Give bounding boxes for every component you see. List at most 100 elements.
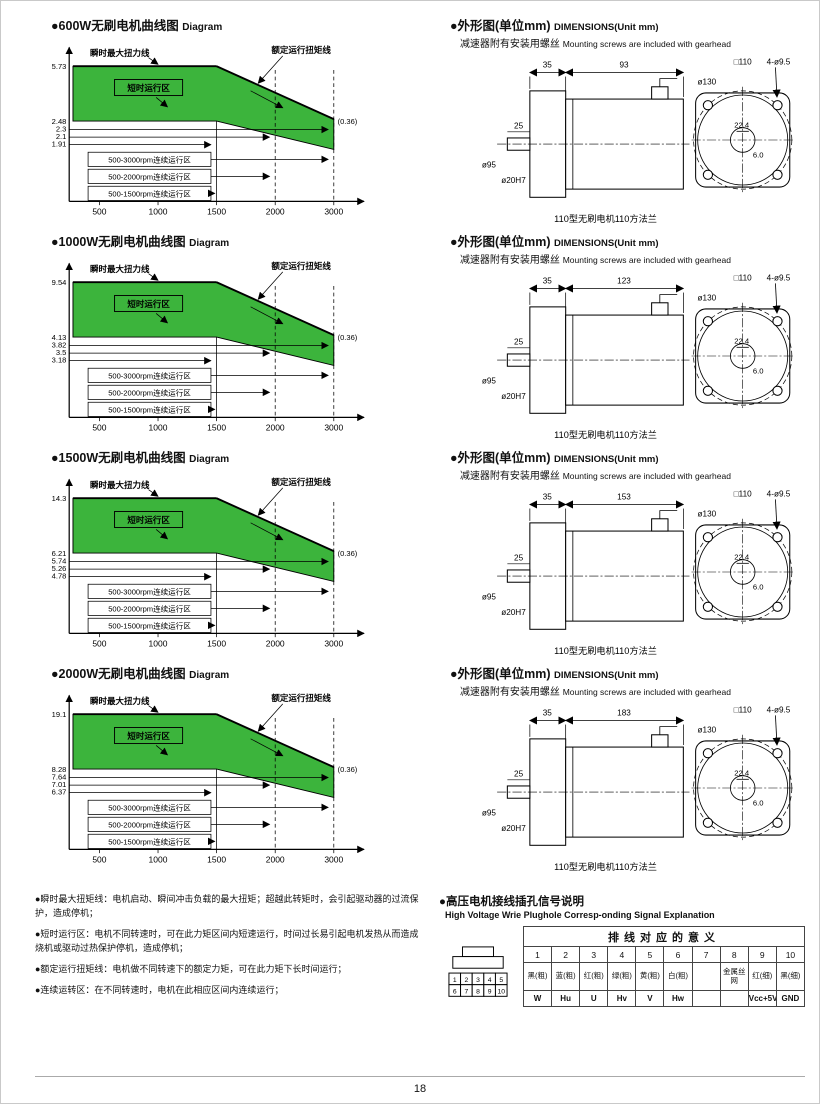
zone-label: 500-3000rpm连续运行区 [108, 803, 191, 813]
y-axis-label: 4.78 [52, 572, 67, 581]
pin-cell: 9 [747, 946, 777, 963]
dimensions-subtitle: 减速器附有安装用螺丝 Mounting screws are included … [460, 683, 805, 698]
torque-chart-block: ●600W无刷电机曲线图 Diagram [35, 15, 436, 227]
dimensions-subtitle-cn: 减速器附有安装用螺丝 [459, 471, 560, 482]
dimensions-title: ●外形图(单位mm) DIMENSIONS(Unit mm) [450, 447, 805, 466]
product-section: ●600W无刷电机曲线图 Diagram [35, 15, 805, 227]
y-axis-peak-label: 9.54 [52, 278, 67, 287]
shaft-diameter-dim: ø20H7 [501, 608, 526, 617]
gearhead-length-dim: 35 [543, 492, 553, 501]
wiring-content: 1 2 3 4 5 6 7 8 9 10 排线对应的意义 1 2 3 [439, 926, 806, 1007]
wire-color-cell: 白(粗) [663, 962, 693, 991]
chart-title-cn: ●1000W无刷电机曲线图 [51, 235, 186, 249]
pin-number: 7 [464, 988, 468, 995]
motor-side-view: 35 183 25 ø95 ø20H7 [482, 708, 690, 846]
x-axis-label: 2000 [266, 855, 285, 865]
x-axis-label: 3000 [324, 639, 343, 649]
key-depth-dim: 6.0 [753, 582, 764, 591]
torque-curve-chart: 瞬时最大扭力线 额定运行扭矩线 短时运行区 14.3 6.21 5.74 5.2… [52, 477, 365, 649]
dimensions-subtitle-en: Mounting screws are included with gearhe… [562, 39, 731, 49]
signal-cell: W [522, 990, 553, 1007]
key-depth-dim: 6.0 [753, 366, 764, 375]
product-section: ●2000W无刷电机曲线图 Diagram [35, 663, 805, 875]
motor-side-view: 35 93 25 ø95 ø20H7 [482, 60, 690, 198]
motor-side-view: 35 123 25 ø95 ø20H7 [482, 276, 690, 414]
shaft-length-dim: 25 [514, 338, 524, 347]
zone-label: 500-1500rpm连续运行区 [108, 189, 191, 199]
bolt-circle-dim: ø130 [698, 726, 717, 735]
wiring-subtitle: High Voltage Wrie Plughole Corresp-ondin… [445, 910, 715, 920]
zone-label: 500-1500rpm连续运行区 [108, 621, 191, 631]
pin-cell: 8 [719, 946, 749, 963]
short-run-zone-label: 短时运行区 [127, 515, 170, 525]
y-axis-label: 6.21 [52, 549, 67, 558]
dimensions-subtitle-en: Mounting screws are included with gearhe… [562, 687, 731, 697]
note-item: ●瞬时最大扭矩线：电机启动、瞬间冲击负载的最大扭矩；超越此转矩时，会引起驱动器的… [35, 894, 419, 918]
y-axis-label: 2.48 [52, 117, 67, 126]
wire-color-cell: 红(细) [747, 962, 777, 991]
flange-front-view: 22.4 6.0 □110 ø130 4-ø9.5 [691, 273, 794, 410]
key-width-dim: 22.4 [734, 121, 750, 130]
key-width-dim: 22.4 [734, 553, 750, 562]
zone-label: 500-3000rpm连续运行区 [108, 587, 191, 597]
short-run-zone-label: 短时运行区 [127, 731, 170, 741]
mount-holes-dim: 4-ø9.5 [767, 705, 791, 714]
key-width-dim: 22.4 [734, 769, 750, 778]
x-axis-label: 2000 [266, 423, 285, 433]
zone-label: 500-1500rpm连续运行区 [108, 837, 191, 847]
x-axis-label: 1500 [207, 639, 226, 649]
y-axis-peak-label: 14.3 [52, 494, 67, 503]
dimensions-block: ●外形图(单位mm) DIMENSIONS(Unit mm) 减速器附有安装用螺… [450, 447, 805, 659]
x-axis-label: 1500 [207, 423, 226, 433]
gearhead-length-dim: 35 [543, 60, 553, 69]
chart-title-cn: ●600W无刷电机曲线图 [51, 19, 179, 33]
pin-cell: 1 [522, 946, 553, 963]
dimensions-subtitle-cn: 减速器附有安装用螺丝 [459, 255, 560, 266]
pin-number: 1 [453, 977, 457, 984]
dimension-drawing: 35 123 25 ø95 ø20H7 [482, 273, 794, 440]
x-axis-label: 2000 [266, 639, 285, 649]
wire-color-cell: 黑(细) [775, 962, 806, 991]
short-run-zone-box [114, 78, 184, 97]
rated-torque-line-label: 额定运行扭矩线 [271, 693, 331, 703]
y-axis-label: 2.3 [56, 124, 67, 133]
dimensions-title: ●外形图(单位mm) DIMENSIONS(Unit mm) [450, 231, 805, 250]
shaft-diameter-dim: ø20H7 [501, 824, 526, 833]
pin-number: 8 [476, 988, 480, 995]
torque-curve-chart: 瞬时最大扭力线 额定运行扭矩线 短时运行区 5.73 2.48 2.3 2.1 … [52, 45, 365, 217]
zone-label: 500-2000rpm连续运行区 [108, 820, 191, 830]
bolt-circle-dim: ø130 [698, 510, 717, 519]
chart-title: ●1500W无刷电机曲线图 Diagram [51, 447, 436, 466]
drawing-caption: 110型无刷电机110方法兰 [554, 645, 657, 656]
x-axis-label: 1500 [207, 855, 226, 865]
pin-number: 6 [453, 988, 457, 995]
dimensions-title-en: DIMENSIONS(Unit mm) [554, 670, 659, 681]
zone-label: 500-2000rpm连续运行区 [108, 172, 191, 182]
dimension-drawing: 35 153 25 ø95 ø20H7 [482, 489, 794, 656]
shaft-diameter-dim: ø20H7 [501, 176, 526, 185]
pin-cell: 10 [775, 946, 806, 963]
shaft-length-dim: 25 [514, 554, 524, 563]
note-item: ●短时运行区：电机不同转速时，可在此力矩区间内短速运行，时间过长易引起电机发热从… [35, 928, 419, 953]
torque-curve-chart: 瞬时最大扭力线 额定运行扭矩线 短时运行区 9.54 4.13 3.82 3.5… [52, 261, 365, 433]
chart-title: ●600W无刷电机曲线图 Diagram [51, 15, 436, 34]
x-axis-label: 500 [92, 207, 106, 217]
y-axis-label: 1.91 [52, 140, 67, 149]
bottom-area: ●瞬时最大扭矩线：电机启动、瞬间冲击负载的最大扭矩；超越此转矩时，会引起驱动器的… [35, 893, 806, 1007]
x-axis-label: 500 [92, 639, 106, 649]
pin-cell: 7 [691, 946, 721, 963]
motor-side-view: 35 153 25 ø95 ø20H7 [482, 492, 690, 630]
x-axis-label: 3000 [324, 423, 343, 433]
x-axis-label: 1500 [207, 207, 226, 217]
flange-diameter-dim: ø95 [482, 809, 497, 818]
dimensions-block: ●外形图(单位mm) DIMENSIONS(Unit mm) 减速器附有安装用螺… [450, 663, 805, 875]
y-axis-label: 7.64 [52, 772, 67, 781]
peak-torque-line-label: 瞬时最大扭力线 [90, 696, 150, 706]
product-section: ●1500W无刷电机曲线图 Diagram [35, 447, 805, 659]
x-axis-label: 500 [92, 855, 106, 865]
chart-title-en: Diagram [189, 238, 230, 249]
body-length-dim: 153 [617, 492, 631, 501]
mount-holes-dim: 4-ø9.5 [767, 273, 791, 282]
pin-number: 4 [488, 977, 492, 984]
flange-front-view: 22.4 6.0 □110 ø130 4-ø9.5 [691, 705, 794, 842]
